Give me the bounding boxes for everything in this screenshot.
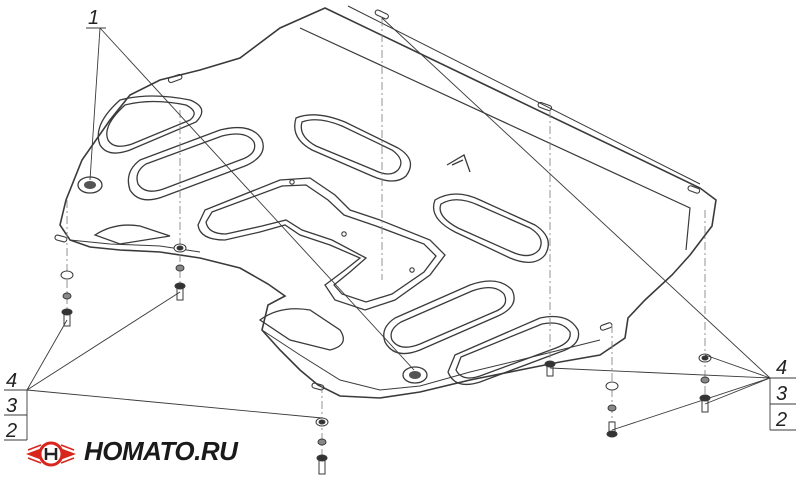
callout-label-2-right: 2: [775, 409, 787, 431]
stamped-letter-a: [446, 154, 471, 173]
brand-name: HOMATO.RU: [84, 436, 238, 466]
mounting-slots: [54, 9, 701, 391]
callout-label-2-left: 2: [5, 420, 17, 442]
callout-label-4-right: 4: [776, 357, 787, 379]
fold-line: [299, 27, 691, 251]
skid-plate-outline: [59, 7, 717, 399]
callout-label-4-left: 4: [6, 370, 17, 392]
callout-stack-left: 4 3 2: [4, 370, 28, 442]
fastener-sets: [60, 243, 712, 475]
callout-label-3-left: 3: [6, 395, 17, 417]
stamped-slots: [93, 95, 580, 386]
callout-stack-right: 4 3 2: [769, 357, 796, 431]
winged-logo-icon: [26, 441, 76, 467]
callout-label-3-right: 3: [776, 383, 787, 405]
grommets: [77, 176, 428, 384]
callout-top-left: 1: [86, 7, 106, 29]
callout-label-1: 1: [88, 7, 99, 29]
leader-lines: [26, 17, 771, 431]
assembly-centerlines: [66, 18, 706, 465]
